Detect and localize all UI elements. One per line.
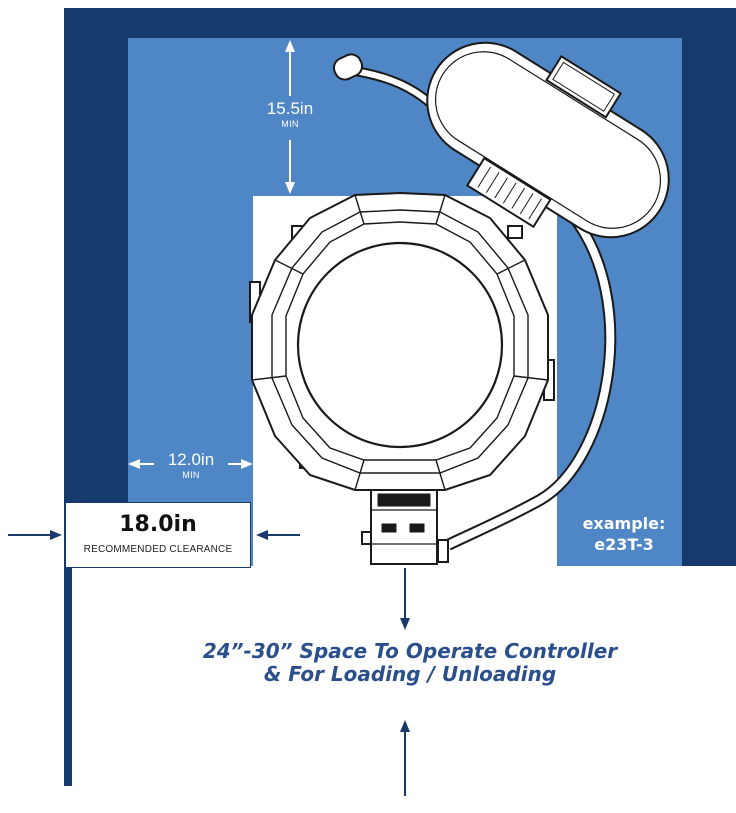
recommended-arrows [8, 530, 410, 796]
side-clearance-label: 12.0in MIN [156, 451, 226, 480]
top-clearance-min: MIN [281, 119, 299, 129]
side-clearance-min: MIN [182, 470, 200, 480]
recommended-clearance-caption: RECOMMENDED CLEARANCE [83, 544, 233, 555]
example-model: e23T-3 [594, 535, 654, 554]
example-line-1: example: [582, 514, 666, 533]
side-clearance-value: 12.0in [167, 450, 215, 469]
kiln-top-view-drawing [249, 41, 670, 565]
recommended-clearance-box: 18.0in RECOMMENDED CLEARANCE [65, 502, 251, 568]
top-clearance-value: 15.5in [266, 99, 314, 118]
operating-space-line-1: 24”-30” Space To Operate Controller [202, 639, 618, 663]
dimension-arrows [128, 40, 295, 469]
example-model-label: example: e23T-3 [565, 513, 683, 555]
top-clearance-label: 15.5in MIN [255, 100, 325, 129]
operating-space-label: 24”-30” Space To Operate Controller & Fo… [150, 640, 670, 686]
recommended-clearance-value: 18.0in [119, 512, 197, 537]
operating-space-line-2: & For Loading / Unloading [263, 662, 557, 686]
